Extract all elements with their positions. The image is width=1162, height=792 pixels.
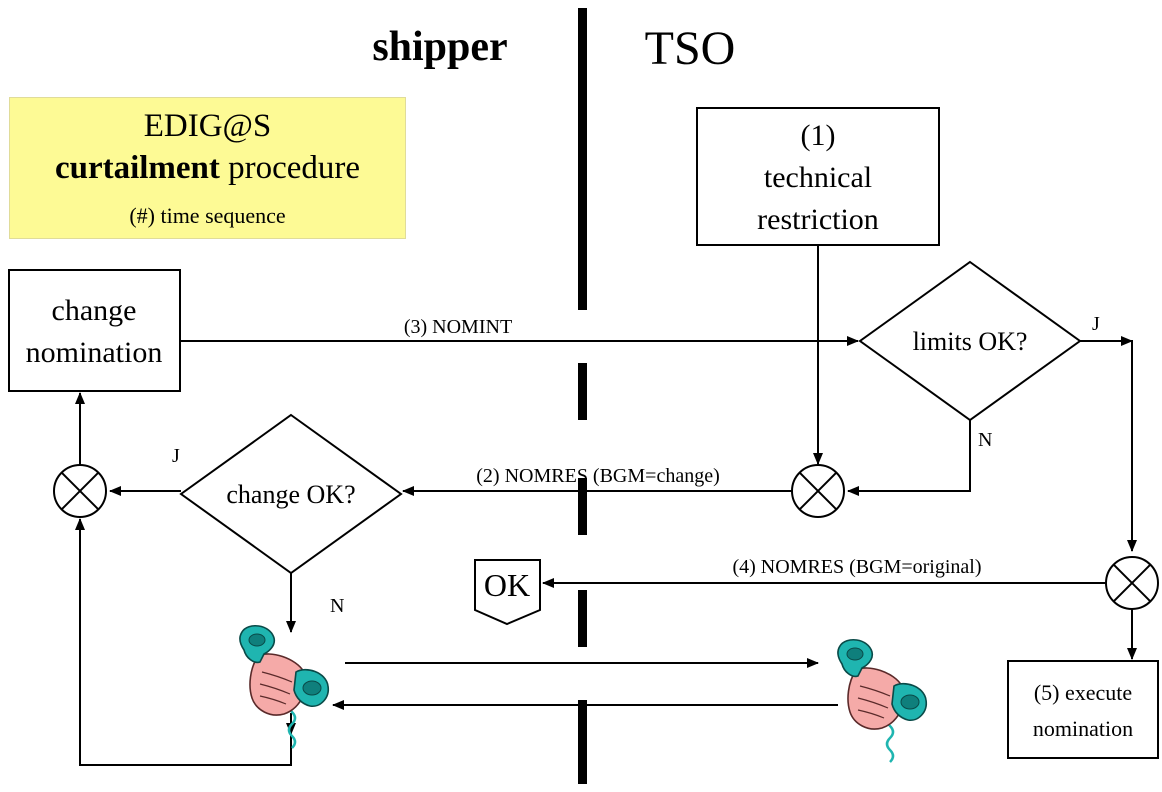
nomres-change-label: (2) NOMRES (BGM=change) (476, 465, 719, 487)
tso-header: TSO (645, 22, 736, 75)
change-ok-no-label: N (330, 595, 344, 617)
ok-terminal-label: OK (484, 567, 530, 603)
tso-junction-icon (791, 464, 845, 518)
party-divider (578, 8, 587, 784)
change-ok-decision: change OK? J N (172, 413, 403, 617)
legend-box: EDIG@S curtailment procedure (#) time se… (9, 97, 406, 239)
limits-ok-decision: limits OK? J N (858, 260, 1100, 451)
limits-ok-no-label: N (978, 429, 992, 451)
shipper-header: shipper (372, 24, 507, 70)
change-nomination-box: change nomination (8, 269, 181, 392)
technical-restriction-box: (1) technical restriction (696, 107, 940, 246)
nomint-label: (3) NOMINT (404, 316, 512, 338)
execute-nomination-label-2: nomination (1033, 716, 1133, 741)
limits-ok-label: limits OK? (913, 327, 1028, 356)
technical-restriction-label-1: technical (764, 161, 872, 194)
change-ok-yes-label: J (172, 445, 180, 467)
ok-terminal: OK (474, 559, 541, 626)
execute-nomination-box: (5) execute nomination (1007, 660, 1159, 759)
change-ok-label: change OK? (226, 480, 355, 509)
execute-junction-icon (1105, 556, 1159, 610)
legend-note: (#) time sequence (129, 203, 286, 228)
phone-loop-arrow (75, 518, 292, 766)
nomres-original-label: (4) NOMRES (BGM=original) (732, 556, 981, 578)
limits-yes-arrow (1080, 340, 1137, 552)
legend-title: EDIG@S (143, 108, 272, 144)
change-nomination-label-1: change (52, 294, 137, 327)
technical-restriction-step: (1) (801, 119, 836, 152)
legend-subtitle: curtailment procedure (10, 149, 405, 187)
legend-subtitle-rest: procedure (219, 150, 361, 186)
change-nomination-label-2: nomination (26, 336, 163, 369)
limits-no-arrow (847, 420, 971, 496)
shipper-phone-icon (238, 624, 330, 750)
legend-subtitle-bold: curtailment (54, 150, 220, 186)
technical-restriction-label-2: restriction (757, 203, 879, 236)
execute-nomination-label-1: (5) execute (1034, 680, 1132, 705)
shipper-junction-icon (53, 464, 107, 518)
limits-ok-yes-label: J (1092, 313, 1100, 335)
tso-phone-icon (836, 638, 928, 764)
